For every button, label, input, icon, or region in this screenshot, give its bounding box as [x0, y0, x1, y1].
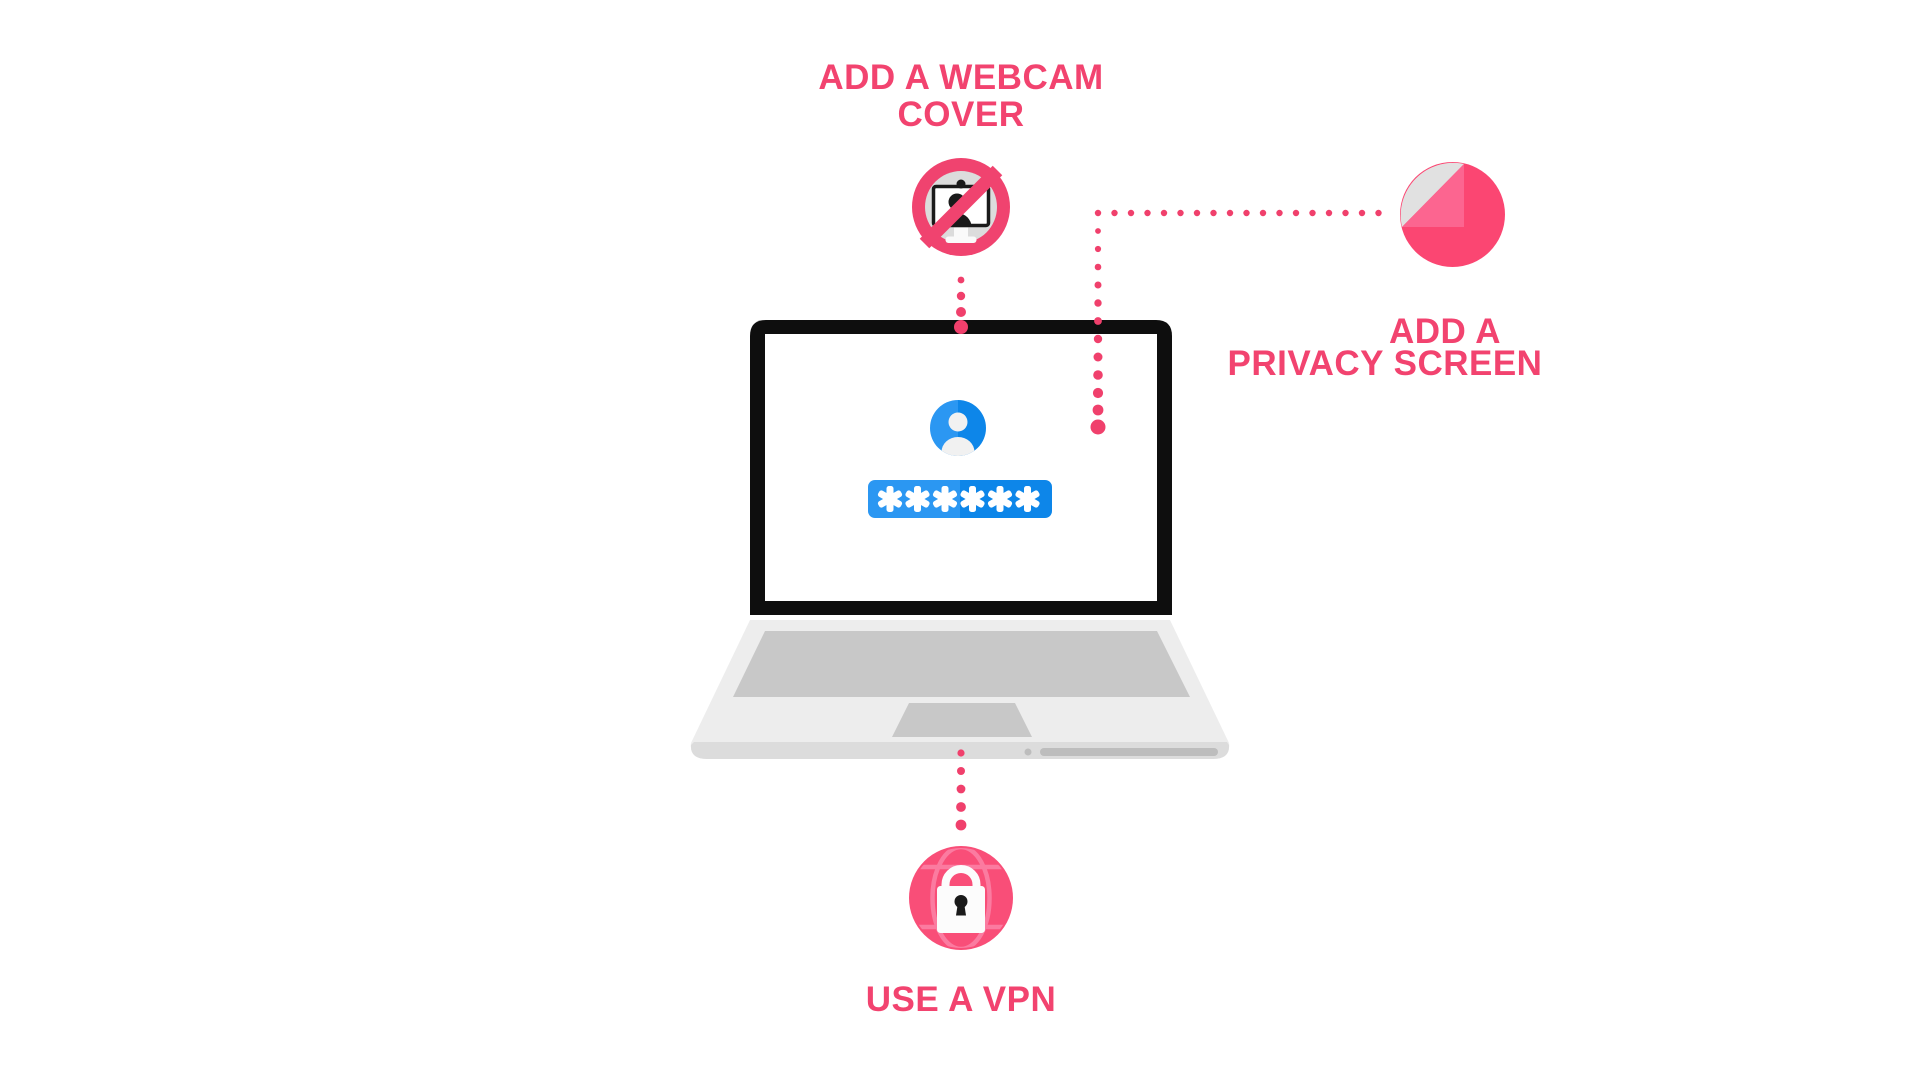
front-edge-notch: [1024, 748, 1032, 756]
laptop-trackpad: [892, 703, 1032, 737]
front-edge-slot: [1040, 748, 1218, 756]
laptop-screen: [765, 334, 1157, 601]
laptop-keyboard: [733, 631, 1190, 697]
globe-lock-icon: [909, 846, 1013, 950]
webcam-cover-label-line2: COVER: [897, 95, 1025, 134]
webcam-cover-label: ADD A WEBCAM COVER: [661, 59, 1261, 133]
privacy-screen-label-line1: ADD A: [1388, 312, 1502, 351]
laptop-illustration: [690, 320, 1230, 759]
vpn-connector-dots: [955, 749, 967, 831]
webcam-cover-label-line1: ADD A WEBCAM: [818, 58, 1104, 97]
webcam-dot: [956, 179, 966, 189]
privacy-connector-dots: [1090, 209, 1383, 435]
prohibition-slash: [919, 165, 1003, 249]
keyhole: [954, 895, 968, 908]
avatar-icon: [930, 400, 986, 456]
no-webcam-icon: [912, 158, 1010, 256]
vpn-label: USE A VPN: [865, 980, 1057, 1019]
privacy-pie-icon: [1400, 162, 1505, 267]
privacy-screen-label-line2: PRIVACY SCREEN: [1227, 344, 1543, 383]
password-field: [868, 480, 1052, 518]
webcam-connector-dots: [954, 276, 968, 334]
